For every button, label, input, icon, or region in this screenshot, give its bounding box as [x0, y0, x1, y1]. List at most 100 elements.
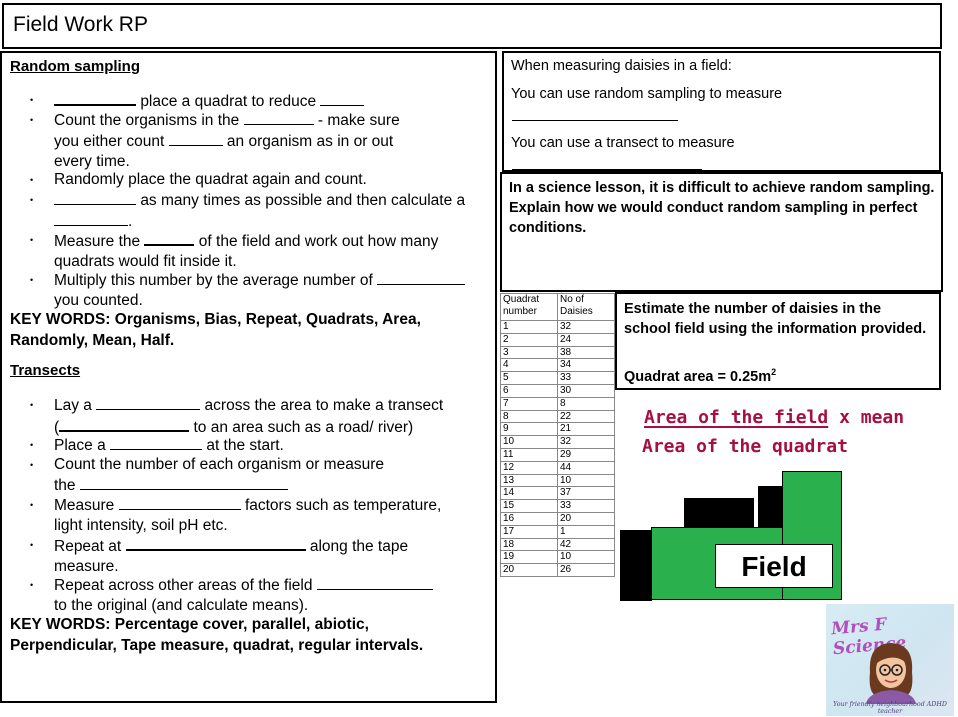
cell-quadrat-number: 18: [500, 537, 558, 552]
cell-quadrat-number: 11: [500, 447, 558, 462]
title-box: Field Work RP: [2, 3, 942, 49]
bullet: •: [30, 400, 34, 410]
answer-line: [512, 169, 702, 170]
cell-quadrat-number: 12: [500, 460, 558, 475]
transects-heading: Transects: [10, 362, 81, 379]
header-quadrat-number: Quadrat number: [500, 293, 558, 321]
cell-daisy-count: 10: [557, 473, 615, 488]
logo-tagline: Your friendly neighbourhood ADHD teacher: [833, 701, 947, 715]
teacher-avatar-icon: [866, 643, 916, 704]
black-block-mid: [684, 498, 754, 528]
cell-quadrat-number: 10: [500, 435, 558, 449]
cell-quadrat-number: 3: [500, 345, 558, 360]
cell-daisy-count: 26: [557, 563, 615, 577]
cell-daisy-count: 37: [557, 486, 615, 501]
cell-daisy-count: 8: [557, 396, 615, 411]
cell-quadrat-number: 6: [500, 383, 558, 398]
rs-item-2: Count the organisms in the - make sure y…: [54, 112, 400, 170]
cell-daisy-count: 30: [557, 383, 615, 398]
cell-quadrat-number: 17: [500, 524, 558, 539]
tr-item-5: Repeat at along the tape measure.: [54, 535, 408, 577]
bullet: •: [30, 500, 34, 510]
cell-daisy-count: 10: [557, 550, 615, 565]
cell-quadrat-number: 9: [500, 422, 558, 437]
header-no-of-daisies: No of Daisies: [557, 293, 615, 321]
answer-line: [512, 120, 678, 121]
rs-item-6: Multiply this number by the average numb…: [54, 270, 466, 311]
bullet: •: [30, 195, 34, 205]
left-panel: Random sampling • place a quadrat to red…: [0, 51, 497, 703]
bullet: •: [30, 235, 34, 245]
bullet: •: [30, 115, 34, 125]
tr-item-3: Count the number of each organism or mea…: [54, 456, 384, 494]
random-sampling-heading: Random sampling: [10, 58, 141, 75]
cell-daisy-count: 20: [557, 511, 615, 526]
tr-item-4: Measure factors such as temperature, lig…: [54, 497, 442, 534]
cell-daisy-count: 32: [557, 320, 615, 334]
tr-item-6: Repeat across other areas of the field t…: [54, 575, 433, 616]
daisies-intro: When measuring daisies in a field:: [511, 58, 732, 74]
rs-keywords: KEY WORDS: Organisms, Bias, Repeat, Quad…: [10, 311, 421, 349]
rs-item-3: Randomly place the quadrat again and cou…: [54, 171, 367, 188]
question-text: In a science lesson, it is difficult to …: [509, 180, 935, 236]
black-block-right: [758, 486, 786, 528]
cell-quadrat-number: 19: [500, 550, 558, 565]
transect-prompt: You can use a transect to measure: [511, 135, 735, 151]
cell-quadrat-number: 16: [500, 511, 558, 526]
bullet: •: [30, 540, 34, 550]
cell-quadrat-number: 20: [500, 563, 558, 577]
formula-denominator: Area of the quadrat: [642, 436, 848, 457]
daisies-box: When measuring daisies in a field: You c…: [502, 51, 941, 172]
cell-quadrat-number: 15: [500, 499, 558, 513]
cell-quadrat-number: 2: [500, 332, 558, 347]
cell-quadrat-number: 8: [500, 409, 558, 424]
bullet: •: [30, 95, 34, 105]
formula-numerator: Area of the field x mean: [644, 407, 905, 428]
estimate-text: Estimate the number of daisies in the sc…: [624, 301, 927, 337]
bullet: •: [30, 440, 34, 450]
cell-daisy-count: 42: [557, 537, 615, 552]
cell-daisy-count: 21: [557, 422, 615, 437]
cell-daisy-count: 33: [557, 371, 615, 385]
page-title: Field Work RP: [13, 13, 148, 36]
estimate-box: Estimate the number of daisies in the sc…: [615, 292, 941, 390]
mrs-f-science-logo: Mrs F Science Your friendly neighbourhoo…: [826, 604, 954, 716]
cell-daisy-count: 22: [557, 409, 615, 424]
random-sampling-prompt: You can use random sampling to measure: [511, 86, 783, 102]
tr-item-1: Lay a across the area to make a transect…: [54, 397, 444, 436]
cell-daisy-count: 1: [557, 524, 615, 539]
cell-quadrat-number: 7: [500, 396, 558, 411]
cell-quadrat-number: 1: [500, 320, 558, 334]
bullet: •: [30, 460, 34, 470]
rs-item-1: place a quadrat to reduce: [54, 90, 365, 112]
question-box: In a science lesson, it is difficult to …: [500, 172, 943, 292]
bullet: •: [30, 580, 34, 590]
tr-item-2: Place a at the start.: [54, 437, 284, 454]
bullet: •: [30, 275, 34, 285]
cell-quadrat-number: 14: [500, 486, 558, 501]
cell-quadrat-number: 13: [500, 473, 558, 488]
cell-daisy-count: 44: [557, 460, 615, 475]
black-block-left: [620, 530, 652, 601]
cell-daisy-count: 24: [557, 332, 615, 347]
cell-quadrat-number: 4: [500, 358, 558, 373]
